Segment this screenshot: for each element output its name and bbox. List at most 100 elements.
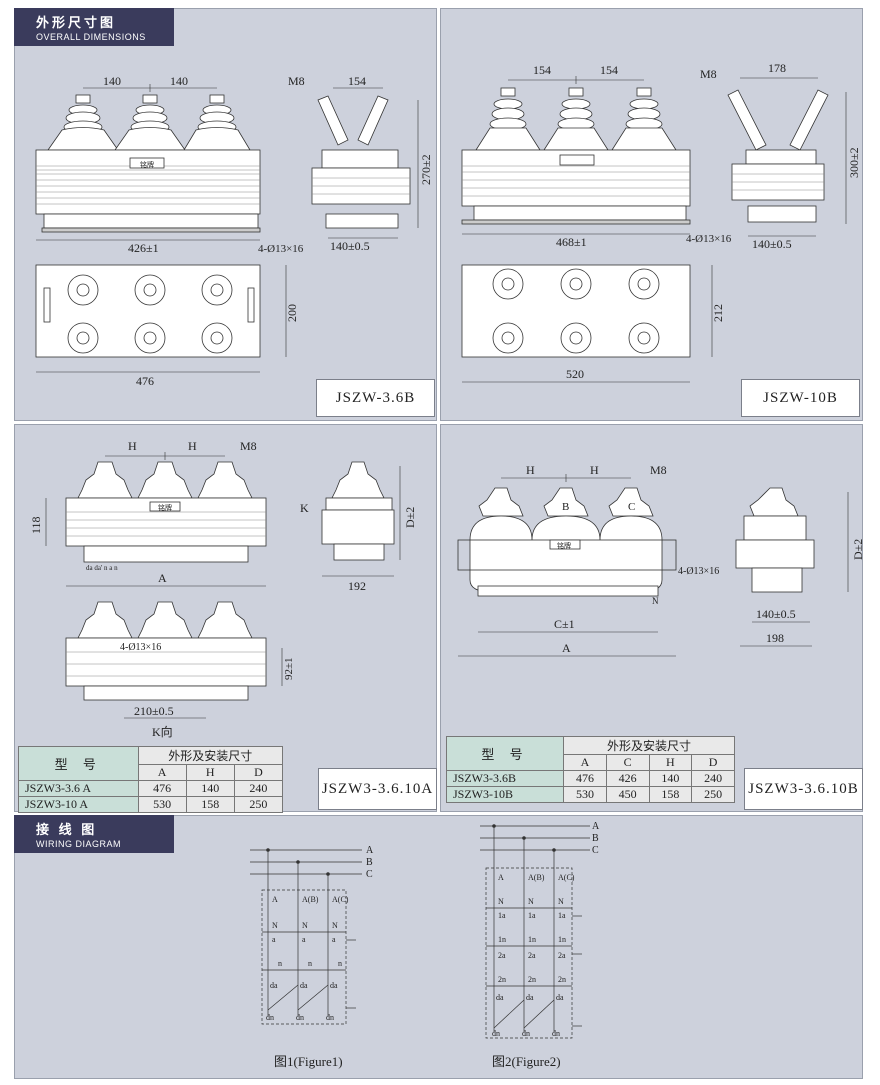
fig2-2a-2: 2a xyxy=(528,951,536,960)
nameplate xyxy=(549,539,581,550)
dim-m8: M8 xyxy=(700,67,717,81)
fig2-da-2: da xyxy=(526,993,534,1002)
dim-holes: 4-Ø13×16 xyxy=(258,243,304,255)
table-head-model: 型 号 xyxy=(18,746,139,781)
table-col-c: C xyxy=(605,754,650,771)
k-view-label: K向 xyxy=(152,724,173,739)
fig2-2a-3: 2a xyxy=(558,951,566,960)
fig2-2n-2: 2n xyxy=(528,975,536,984)
dim-k: K xyxy=(300,501,309,515)
fig1-a-3: a xyxy=(332,935,336,944)
bus-b: B xyxy=(366,857,373,868)
fig2-caption: 图2(Figure2) xyxy=(492,1054,561,1069)
fig1-n-2: N xyxy=(302,921,308,930)
fig2-da-1: da xyxy=(496,993,504,1002)
table-cell: 426 xyxy=(605,770,650,787)
dim-140-left: 140 xyxy=(103,74,121,88)
insulator xyxy=(611,87,677,151)
fig1-da-3: da xyxy=(330,981,338,990)
dim-212: 212 xyxy=(711,304,725,322)
fig1-prim-1: A xyxy=(272,895,278,904)
fig2-dn-1: dn xyxy=(492,1029,500,1038)
terminal-labels: da da' n a n xyxy=(86,564,118,572)
dim-holes: 4-Ø13×16 xyxy=(686,233,732,245)
fig1-a-1: a xyxy=(272,935,276,944)
dim-140-right: 140 xyxy=(170,74,188,88)
fig2-1n-1: 1n xyxy=(498,935,506,944)
table-cell: 476 xyxy=(563,770,607,787)
terminal-n: N xyxy=(652,596,659,606)
fig2-1a-3: 1a xyxy=(558,911,566,920)
phase-b: B xyxy=(562,501,569,513)
fig1-sn-2: n xyxy=(308,959,312,968)
dim-118: 118 xyxy=(29,516,43,534)
section-title-cn: 接 线 图 xyxy=(36,822,98,837)
insulator xyxy=(478,487,524,517)
dim-520: 520 xyxy=(566,367,584,381)
fig2-dn-3: dn xyxy=(552,1029,560,1038)
dim-h-left: H xyxy=(128,439,137,453)
fig2-1n-3: 1n xyxy=(558,935,566,944)
section-title-cn: 外形尺寸图 xyxy=(36,15,117,30)
drawing-jszw3-a: H H M8 118 K D±2 da da' n a n A 192 4-Ø1… xyxy=(29,439,417,739)
nameplate-label: 铭牌 xyxy=(158,503,172,512)
dim-192: 192 xyxy=(348,579,366,593)
table-cell: 140 xyxy=(185,780,235,797)
bus-c: C xyxy=(366,869,373,880)
dim-h-right: H xyxy=(590,463,599,477)
dim-h-left: H xyxy=(526,463,535,477)
insulator xyxy=(608,487,654,517)
nameplate-label: 铭牌 xyxy=(140,160,154,169)
table-col-d: D xyxy=(691,754,735,771)
dim-140-side: 140±0.5 xyxy=(756,607,796,621)
table-head-group: 外形及安装尺寸 xyxy=(137,746,284,765)
table-row: JSZW3-10B 530 450 158 250 xyxy=(445,786,735,803)
fig1-caption: 图1(Figure1) xyxy=(274,1054,343,1069)
table-col-h: H xyxy=(648,754,693,771)
table-cell: 450 xyxy=(605,786,650,803)
phase-c: C xyxy=(628,501,635,513)
fig2-1n-2: 1n xyxy=(528,935,536,944)
fig1-da-1: da xyxy=(270,981,278,990)
fig1-dn-3: dn xyxy=(326,1013,334,1022)
table-row: JSZW3-10 A 530 158 250 xyxy=(18,796,284,813)
dim-a: A xyxy=(562,641,571,655)
table-row: JSZW3-3.6B 476 426 140 240 xyxy=(445,770,735,787)
dim-210: 210±0.5 xyxy=(134,704,174,718)
fig1-da-2: da xyxy=(300,981,308,990)
fig2-2a-1: 2a xyxy=(498,951,506,960)
bus-a: A xyxy=(366,845,374,856)
fig2-2n-1: 2n xyxy=(498,975,506,984)
nameplate-label: 铭牌 xyxy=(557,541,571,550)
dim-476: 476 xyxy=(136,374,154,388)
table-cell: 250 xyxy=(233,796,284,813)
fig1-sn-1: n xyxy=(278,959,282,968)
dim-468: 468±1 xyxy=(556,235,587,249)
bus-c: C xyxy=(592,845,599,856)
fig2-prim-2: A(B) xyxy=(528,873,545,882)
table-cell: 530 xyxy=(563,786,607,803)
table-cell-model: JSZW3-3.6 A xyxy=(18,780,139,797)
nameplate xyxy=(559,154,595,166)
fig2-dn-2: dn xyxy=(522,1029,530,1038)
model-label-p1: JSZW-3.6B xyxy=(316,379,435,417)
table-cell: 158 xyxy=(185,796,235,813)
model-label-p4: JSZW3-3.6.10B xyxy=(744,768,863,810)
fig1-prim-3: A(C) xyxy=(332,895,349,904)
insulator xyxy=(543,487,589,517)
dim-m8: M8 xyxy=(240,439,257,453)
drawing-jszw-10b: 154 154 M8 178 300±2 468±1 4-Ø13×16 140±… xyxy=(461,61,861,383)
section-header-wiring: 接 线 图 WIRING DIAGRAM xyxy=(14,815,174,853)
table-cell: 530 xyxy=(137,796,187,813)
fig2-1a-1: 1a xyxy=(498,911,506,920)
insulator xyxy=(47,94,119,151)
fig2-n-2: N xyxy=(528,897,534,906)
fig1-prim-2: A(B) xyxy=(302,895,319,904)
fig1-dn-1: dn xyxy=(266,1013,274,1022)
dim-426: 426±1 xyxy=(128,241,159,255)
fig2-2n-3: 2n xyxy=(558,975,566,984)
dim-300: 300±2 xyxy=(847,147,861,178)
dim-154-right: 154 xyxy=(600,63,618,77)
bus-a: A xyxy=(592,821,600,832)
